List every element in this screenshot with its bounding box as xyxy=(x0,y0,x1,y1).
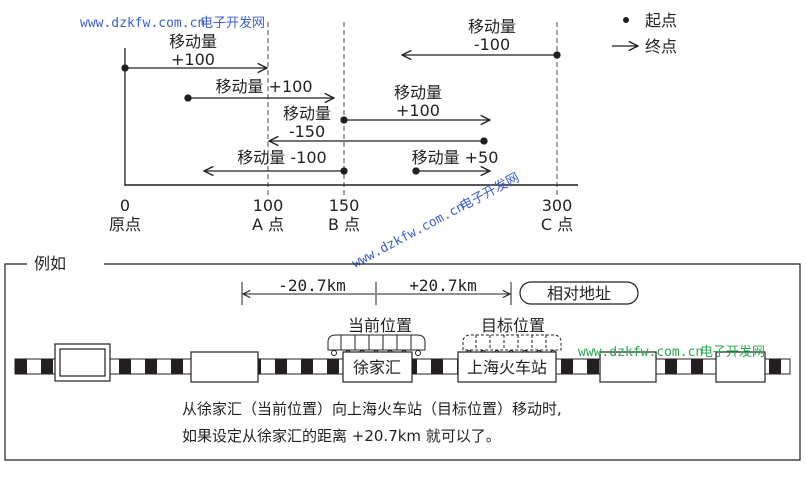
point-c: C 点 xyxy=(541,215,573,234)
move-5-label: 移动量 -100 xyxy=(237,148,326,167)
point-origin: 原点 xyxy=(109,215,141,234)
move-4-value: -150 xyxy=(289,122,325,141)
move-2-label: 移动量 +100 xyxy=(215,77,312,96)
move-4-label: 移动量 xyxy=(283,104,331,123)
move-labels: 移动量 +100 移动量 +100 移动量 +100 移动量 -150 移动量 … xyxy=(169,17,516,167)
tick-labels: 0 100 150 300 原点 A 点 B 点 C 点 xyxy=(109,196,573,234)
watermark-site: www.dzkfw.com.cn xyxy=(350,199,468,271)
watermark-brand: 电子开发网 xyxy=(200,15,265,31)
relative-address-label: 相对地址 xyxy=(547,284,611,303)
move-4 xyxy=(269,138,488,144)
move-5 xyxy=(204,168,348,174)
current-position-label: 当前位置 xyxy=(348,316,412,335)
description-line-1: 从徐家汇（当前位置）向上海火车站（目标位置）移动时, xyxy=(182,400,562,418)
station-xujiahui xyxy=(342,351,413,383)
station-target-label: 上海火车站 xyxy=(467,358,547,377)
tick-150: 150 xyxy=(329,196,360,215)
distance-dimension xyxy=(241,282,512,305)
watermark-top: www.dzkfw.com.cn 电子开发网 xyxy=(80,15,265,31)
example-title: 例如 xyxy=(34,254,66,273)
legend-end: 终点 xyxy=(645,37,677,56)
watermark-site: www.dzkfw.com.cn xyxy=(578,345,703,360)
minus-distance-label: -20.7km xyxy=(278,276,345,295)
tick-100: 100 xyxy=(253,196,284,215)
watermark-green: www.dzkfw.com.cn 电子开发网 xyxy=(578,344,765,360)
station-box xyxy=(190,351,259,383)
watermark-site: www.dzkfw.com.cn xyxy=(80,16,205,31)
move-7 xyxy=(402,52,561,58)
station-box-inner xyxy=(59,348,106,377)
train-current-icon xyxy=(327,334,426,356)
point-a: A 点 xyxy=(252,215,284,234)
watermark-brand: 电子开发网 xyxy=(457,170,522,215)
example-box: 例如 -20.7km +20.7km 相对地址 当前位置 目标位置 xyxy=(4,254,801,461)
move-7-value: -100 xyxy=(474,35,510,54)
plus-distance-label: +20.7km xyxy=(409,276,476,295)
move-1 xyxy=(121,65,267,71)
move-7-label: 移动量 xyxy=(468,17,516,36)
move-3 xyxy=(340,117,490,123)
station-current-label: 徐家汇 xyxy=(353,358,401,377)
start-dot-icon xyxy=(623,17,629,23)
legend-start: 起点 xyxy=(645,11,677,30)
move-2 xyxy=(184,95,334,101)
tick-0: 0 xyxy=(120,196,130,215)
station-shanghai xyxy=(457,351,557,383)
move-6 xyxy=(412,168,490,174)
station-box xyxy=(715,351,766,383)
move-arrows xyxy=(121,52,561,174)
relative-address-badge xyxy=(519,281,639,305)
point-b: B 点 xyxy=(328,215,360,234)
station-box xyxy=(599,351,657,383)
move-1-label: 移动量 xyxy=(169,32,217,51)
move-3-label: 移动量 xyxy=(394,83,442,102)
watermark-brand: 电子开发网 xyxy=(700,344,765,360)
move-6-label: 移动量 +50 xyxy=(412,148,499,167)
move-3-value: +100 xyxy=(396,101,440,120)
tick-300: 300 xyxy=(542,196,573,215)
stations xyxy=(54,343,766,383)
move-1-value: +100 xyxy=(171,50,215,69)
description-line-2: 如果设定从徐家汇的距离 +20.7km 就可以了。 xyxy=(182,427,501,445)
legend: 起点 终点 xyxy=(612,11,677,56)
target-position-label: 目标位置 xyxy=(481,316,545,335)
